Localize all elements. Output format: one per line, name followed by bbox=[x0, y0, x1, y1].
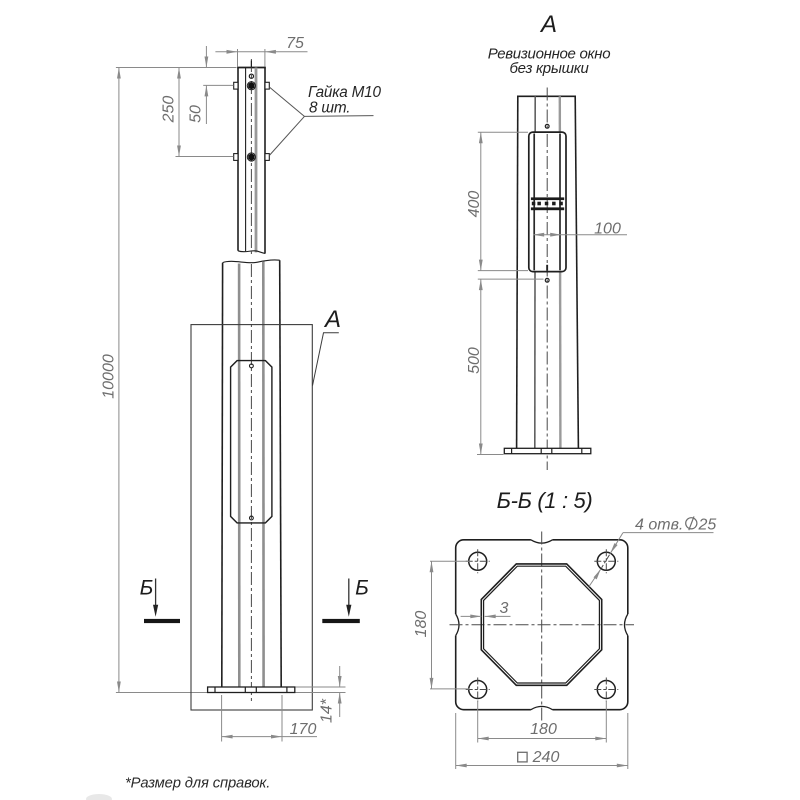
svg-text:без крышки: без крышки bbox=[509, 60, 589, 77]
svg-text:180: 180 bbox=[530, 721, 557, 738]
svg-text:Б: Б bbox=[140, 577, 154, 600]
svg-text:Гайка М10: Гайка М10 bbox=[308, 84, 381, 101]
svg-text:Б-Б (1 : 5): Б-Б (1 : 5) bbox=[497, 488, 593, 513]
svg-text:Б: Б bbox=[355, 577, 369, 600]
svg-text:25: 25 bbox=[698, 517, 717, 534]
svg-text:50: 50 bbox=[188, 105, 205, 123]
svg-text:А: А bbox=[323, 306, 341, 333]
svg-text:10000: 10000 bbox=[100, 354, 117, 399]
svg-text:3: 3 bbox=[500, 600, 509, 617]
svg-text:75: 75 bbox=[286, 35, 304, 52]
svg-text:250: 250 bbox=[161, 96, 178, 124]
svg-text:170: 170 bbox=[290, 721, 317, 738]
svg-text:8 шт.: 8 шт. bbox=[309, 100, 350, 117]
svg-text:14*: 14* bbox=[319, 698, 336, 723]
svg-text:А: А bbox=[539, 11, 557, 38]
svg-text:180: 180 bbox=[413, 611, 430, 638]
svg-text:240: 240 bbox=[532, 749, 560, 766]
svg-text:Ревизионное окно: Ревизионное окно bbox=[488, 46, 611, 63]
svg-text:4 отв.: 4 отв. bbox=[635, 517, 683, 534]
svg-text:100: 100 bbox=[594, 221, 621, 238]
svg-text:400: 400 bbox=[466, 191, 483, 218]
svg-text:*Размер для справок.: *Размер для справок. bbox=[125, 776, 270, 792]
svg-text:500: 500 bbox=[466, 347, 483, 374]
